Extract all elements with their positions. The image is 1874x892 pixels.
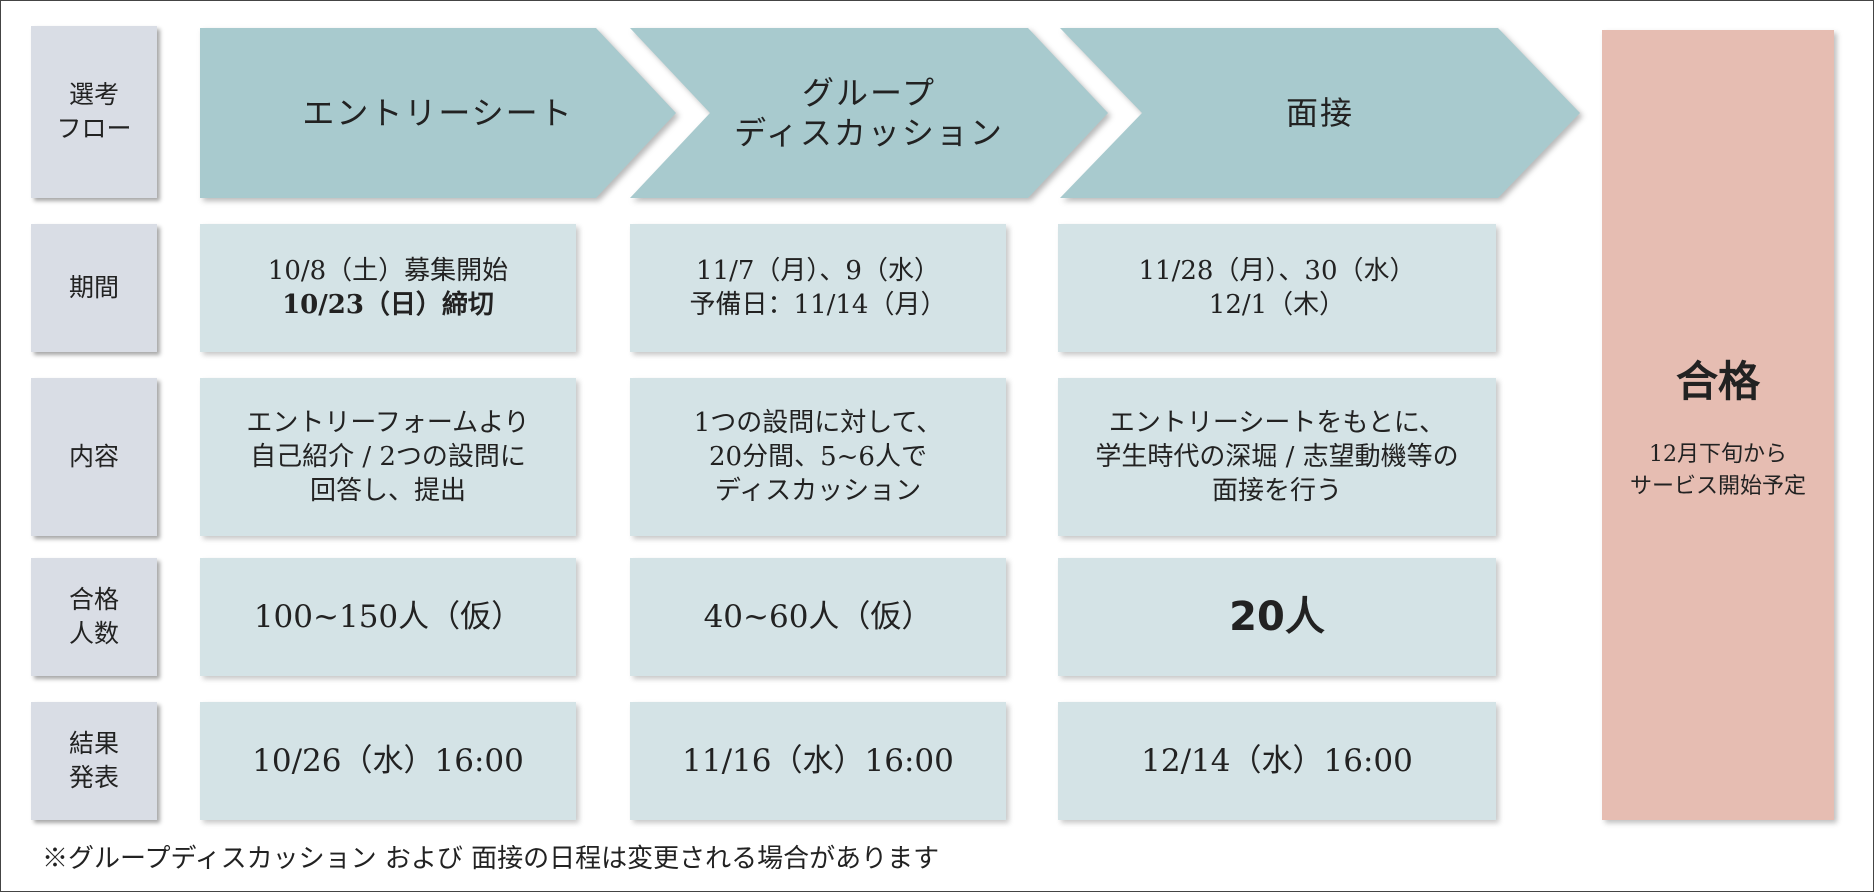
row-label-content: 内容 bbox=[31, 378, 157, 536]
passers-cell-entry-sheet: 100~150人（仮） bbox=[200, 558, 576, 676]
final-pass-subtitle-line2: サービス開始予定 bbox=[1629, 473, 1806, 499]
content-line: 自己紹介 / 2つの設問に bbox=[250, 442, 526, 472]
row-label-passers: 合格 人数 bbox=[31, 558, 157, 676]
period-deadline: 10/23（日）締切 bbox=[282, 290, 494, 320]
content-line: 1つの設問に対して、 bbox=[693, 408, 943, 438]
flow-arrow-interview: 面接 bbox=[1060, 28, 1580, 198]
content-line: エントリーフォームより bbox=[246, 408, 530, 438]
flow-arrow-label: グループ ディスカッション bbox=[734, 74, 1004, 152]
content-line: エントリーシートをもとに、 bbox=[1108, 408, 1446, 438]
content-line: 面接を行う bbox=[1211, 476, 1342, 506]
period-cell-entry-sheet: 10/8（土）募集開始 10/23（日）締切 bbox=[200, 224, 576, 352]
row-label-period: 期間 bbox=[31, 224, 157, 352]
flow-arrow-group-discussion: グループ ディスカッション bbox=[630, 28, 1108, 198]
result-cell-entry-sheet: 10/26（水）16:00 bbox=[200, 702, 576, 820]
period-dates: 11/28（月）、30（水） bbox=[1138, 256, 1416, 286]
result-cell-interview: 12/14（水）16:00 bbox=[1058, 702, 1496, 820]
final-pass-panel: 合格 12月下旬から サービス開始予定 bbox=[1602, 30, 1834, 820]
passers-cell-group-discussion: 40~60人（仮） bbox=[630, 558, 1006, 676]
schedule-note: ※グループディスカッション および 面接の日程は変更される場合があります bbox=[42, 844, 940, 874]
passers-cell-interview: 20人 bbox=[1058, 558, 1496, 676]
period-cell-interview: 11/28（月）、30（水） 12/1（木） bbox=[1058, 224, 1496, 352]
content-line: 回答し、提出 bbox=[309, 476, 466, 506]
period-dates-extra: 12/1（木） bbox=[1208, 290, 1346, 320]
content-cell-entry-sheet: エントリーフォームより 自己紹介 / 2つの設問に 回答し、提出 bbox=[200, 378, 576, 536]
flow-arrow-label: エントリーシート bbox=[302, 94, 574, 132]
content-line: ディスカッション bbox=[714, 476, 922, 506]
period-reserve-date: 予備日：11/14（月） bbox=[689, 290, 947, 320]
period-start: 10/8（土）募集開始 bbox=[267, 256, 509, 286]
final-pass-subtitle-line1: 12月下旬から bbox=[1649, 441, 1787, 467]
content-line: 学生時代の深堀 / 志望動機等の bbox=[1095, 442, 1459, 472]
period-dates: 11/7（月）、9（水） bbox=[696, 256, 940, 286]
row-label-result: 結果 発表 bbox=[31, 702, 157, 820]
row-label-flow: 選考 フロー bbox=[31, 26, 157, 198]
content-cell-group-discussion: 1つの設問に対して、 20分間、5~6人で ディスカッション bbox=[630, 378, 1006, 536]
content-line: 20分間、5~6人で bbox=[709, 442, 927, 472]
result-cell-group-discussion: 11/16（水）16:00 bbox=[630, 702, 1006, 820]
period-cell-group-discussion: 11/7（月）、9（水） 予備日：11/14（月） bbox=[630, 224, 1006, 352]
flow-arrow-entry-sheet: エントリーシート bbox=[200, 28, 676, 198]
flow-arrow-label: 面接 bbox=[1285, 94, 1354, 132]
final-pass-title: 合格 bbox=[1675, 356, 1760, 406]
content-cell-interview: エントリーシートをもとに、 学生時代の深堀 / 志望動機等の 面接を行う bbox=[1058, 378, 1496, 536]
